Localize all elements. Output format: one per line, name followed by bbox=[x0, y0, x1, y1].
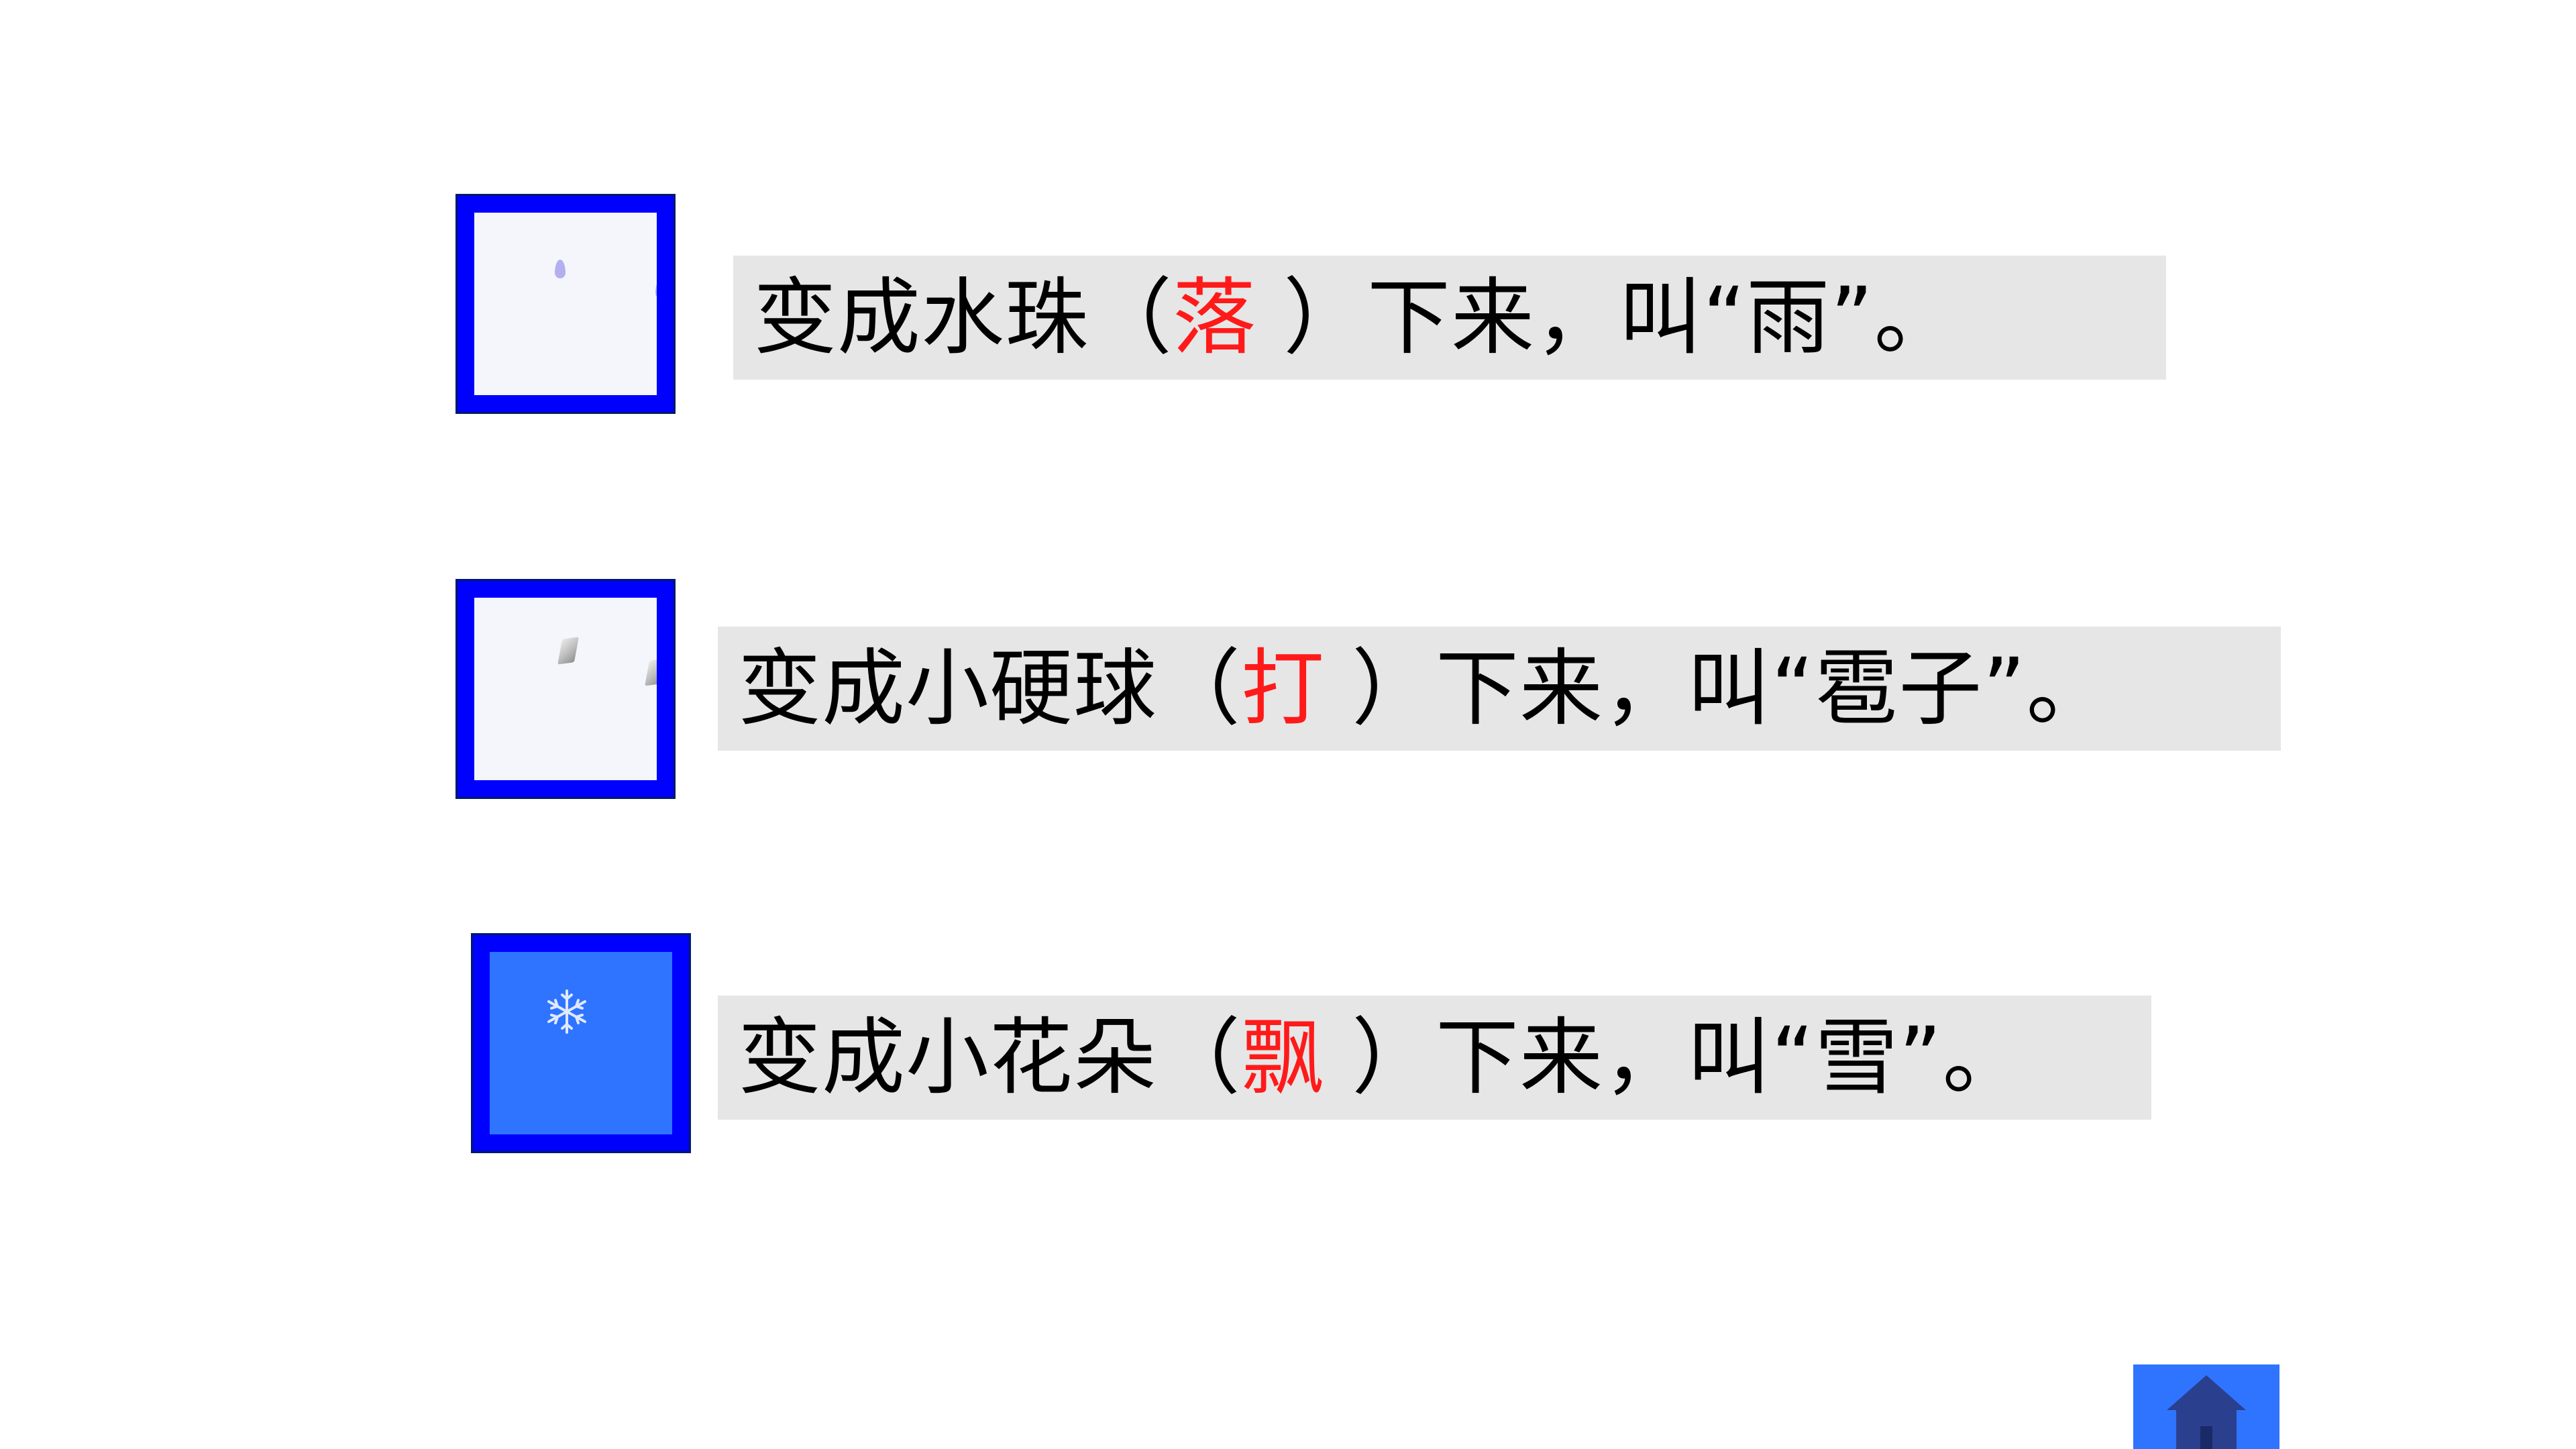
raindrop-icon bbox=[655, 280, 657, 299]
sentence-hail-prefix: 变成小硬球（ bbox=[738, 640, 1242, 737]
snowflake-icon bbox=[547, 989, 586, 1034]
raindrop-icon bbox=[555, 260, 566, 278]
home-button[interactable] bbox=[2133, 1364, 2279, 1449]
rain-animation-tile bbox=[458, 196, 674, 412]
sentence-rain-prefix: 变成水珠（ bbox=[753, 269, 1173, 366]
sentence-rain-answer: 落 bbox=[1173, 269, 1257, 366]
snow-animation-tile bbox=[473, 935, 689, 1151]
sentence-snow: 变成小花朵（ 飘 ）下来，叫“雪”。 bbox=[718, 996, 2151, 1120]
sentence-rain-suffix: ）下来，叫“雨”。 bbox=[1283, 269, 1958, 366]
sentence-rain: 变成水珠（ 落 ）下来，叫“雨”。 bbox=[733, 256, 2166, 380]
home-icon bbox=[2167, 1375, 2246, 1449]
sentence-hail: 变成小硬球（ 打 ）下来，叫“雹子”。 bbox=[718, 627, 2281, 751]
hailstone-icon bbox=[557, 637, 579, 665]
sentence-hail-suffix: ）下来，叫“雹子”。 bbox=[1352, 640, 2110, 737]
sentence-snow-prefix: 变成小花朵（ bbox=[738, 1009, 1242, 1106]
sentence-snow-suffix: ）下来，叫“雪”。 bbox=[1352, 1009, 2027, 1106]
hail-animation-tile bbox=[458, 581, 674, 797]
sentence-snow-answer: 飘 bbox=[1241, 1009, 1326, 1106]
hailstone-icon bbox=[645, 658, 657, 686]
sentence-hail-answer: 打 bbox=[1241, 640, 1326, 737]
